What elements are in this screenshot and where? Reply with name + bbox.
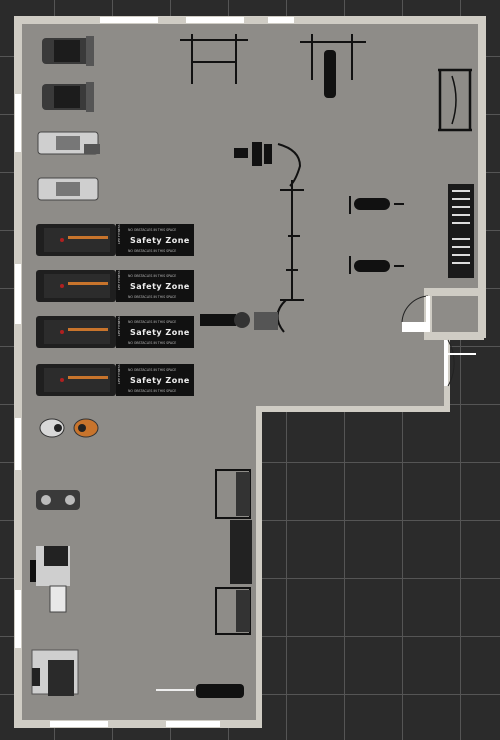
treadmill-3 [36, 316, 116, 348]
bench-2 [349, 256, 404, 274]
storage-room-floor [432, 296, 478, 332]
leg-extension [200, 312, 278, 330]
svg-text:Safety Zone: Safety Zone [130, 282, 190, 291]
treadmill-4 [36, 364, 116, 396]
safety-zone-4: LIFE FITNESS Safety Zone NO OBSTACLES IN… [116, 364, 194, 396]
svg-text:NO OBSTACLES IN THIS SPACE: NO OBSTACLES IN THIS SPACE [128, 228, 176, 232]
svg-text:Safety Zone: Safety Zone [130, 236, 190, 245]
svg-text:NO OBSTACLES IN THIS SPACE: NO OBSTACLES IN THIS SPACE [128, 320, 176, 324]
bench-bottom [156, 684, 244, 698]
door-main [444, 339, 476, 387]
plate-rack-1 [215, 469, 251, 519]
svg-text:LIFE FITNESS: LIFE FITNESS [117, 270, 121, 290]
svg-text:NO OBSTACLES IN THIS SPACE: NO OBSTACLES IN THIS SPACE [128, 274, 176, 278]
leg-press [30, 546, 70, 613]
stair-climber-2 [37, 177, 99, 201]
safety-zone-2: LIFE FITNESS Safety Zone NO OBSTACLES IN… [116, 270, 194, 302]
treadmill-1 [36, 224, 116, 256]
dumbbells-center [234, 142, 272, 166]
cable-crossover [438, 68, 472, 132]
bench-1 [349, 196, 404, 214]
dumbbell-rack-right [448, 184, 474, 278]
windows [15, 17, 294, 727]
svg-text:NO OBSTACLES IN THIS SPACE: NO OBSTACLES IN THIS SPACE [128, 341, 176, 345]
svg-text:LIFE FITNESS: LIFE FITNESS [117, 316, 121, 336]
elliptical-1 [42, 36, 94, 66]
upright-bike [36, 490, 80, 510]
squat-rack [300, 34, 366, 80]
svg-text:Safety Zone: Safety Zone [130, 376, 190, 385]
svg-text:NO OBSTACLES IN THIS SPACE: NO OBSTACLES IN THIS SPACE [128, 389, 176, 393]
svg-text:LIFE FITNESS: LIFE FITNESS [117, 224, 121, 244]
door-storage [401, 295, 430, 332]
cable-machine [31, 649, 79, 696]
dumbbell-rack-lower [230, 520, 252, 584]
safety-zone-1: LIFE FITNESS Safety Zone NO OBSTACLES IN… [116, 224, 194, 256]
recumbent-bikes [39, 418, 99, 438]
weight-bench-top [324, 50, 336, 98]
svg-text:NO OBSTACLES IN THIS SPACE: NO OBSTACLES IN THIS SPACE [128, 368, 176, 372]
stair-climber-1 [37, 131, 100, 155]
safety-zone-3: LIFE FITNESS Safety Zone NO OBSTACLES IN… [116, 316, 194, 348]
power-rack-1 [180, 34, 248, 84]
treadmill-2 [36, 270, 116, 302]
elliptical-2 [42, 82, 94, 112]
svg-text:NO OBSTACLES IN THIS SPACE: NO OBSTACLES IN THIS SPACE [128, 249, 176, 253]
svg-text:NO OBSTACLES IN THIS SPACE: NO OBSTACLES IN THIS SPACE [128, 295, 176, 299]
svg-text:LIFE FITNESS: LIFE FITNESS [117, 364, 121, 384]
plate-rack-2 [215, 587, 251, 635]
svg-text:Safety Zone: Safety Zone [130, 328, 190, 337]
